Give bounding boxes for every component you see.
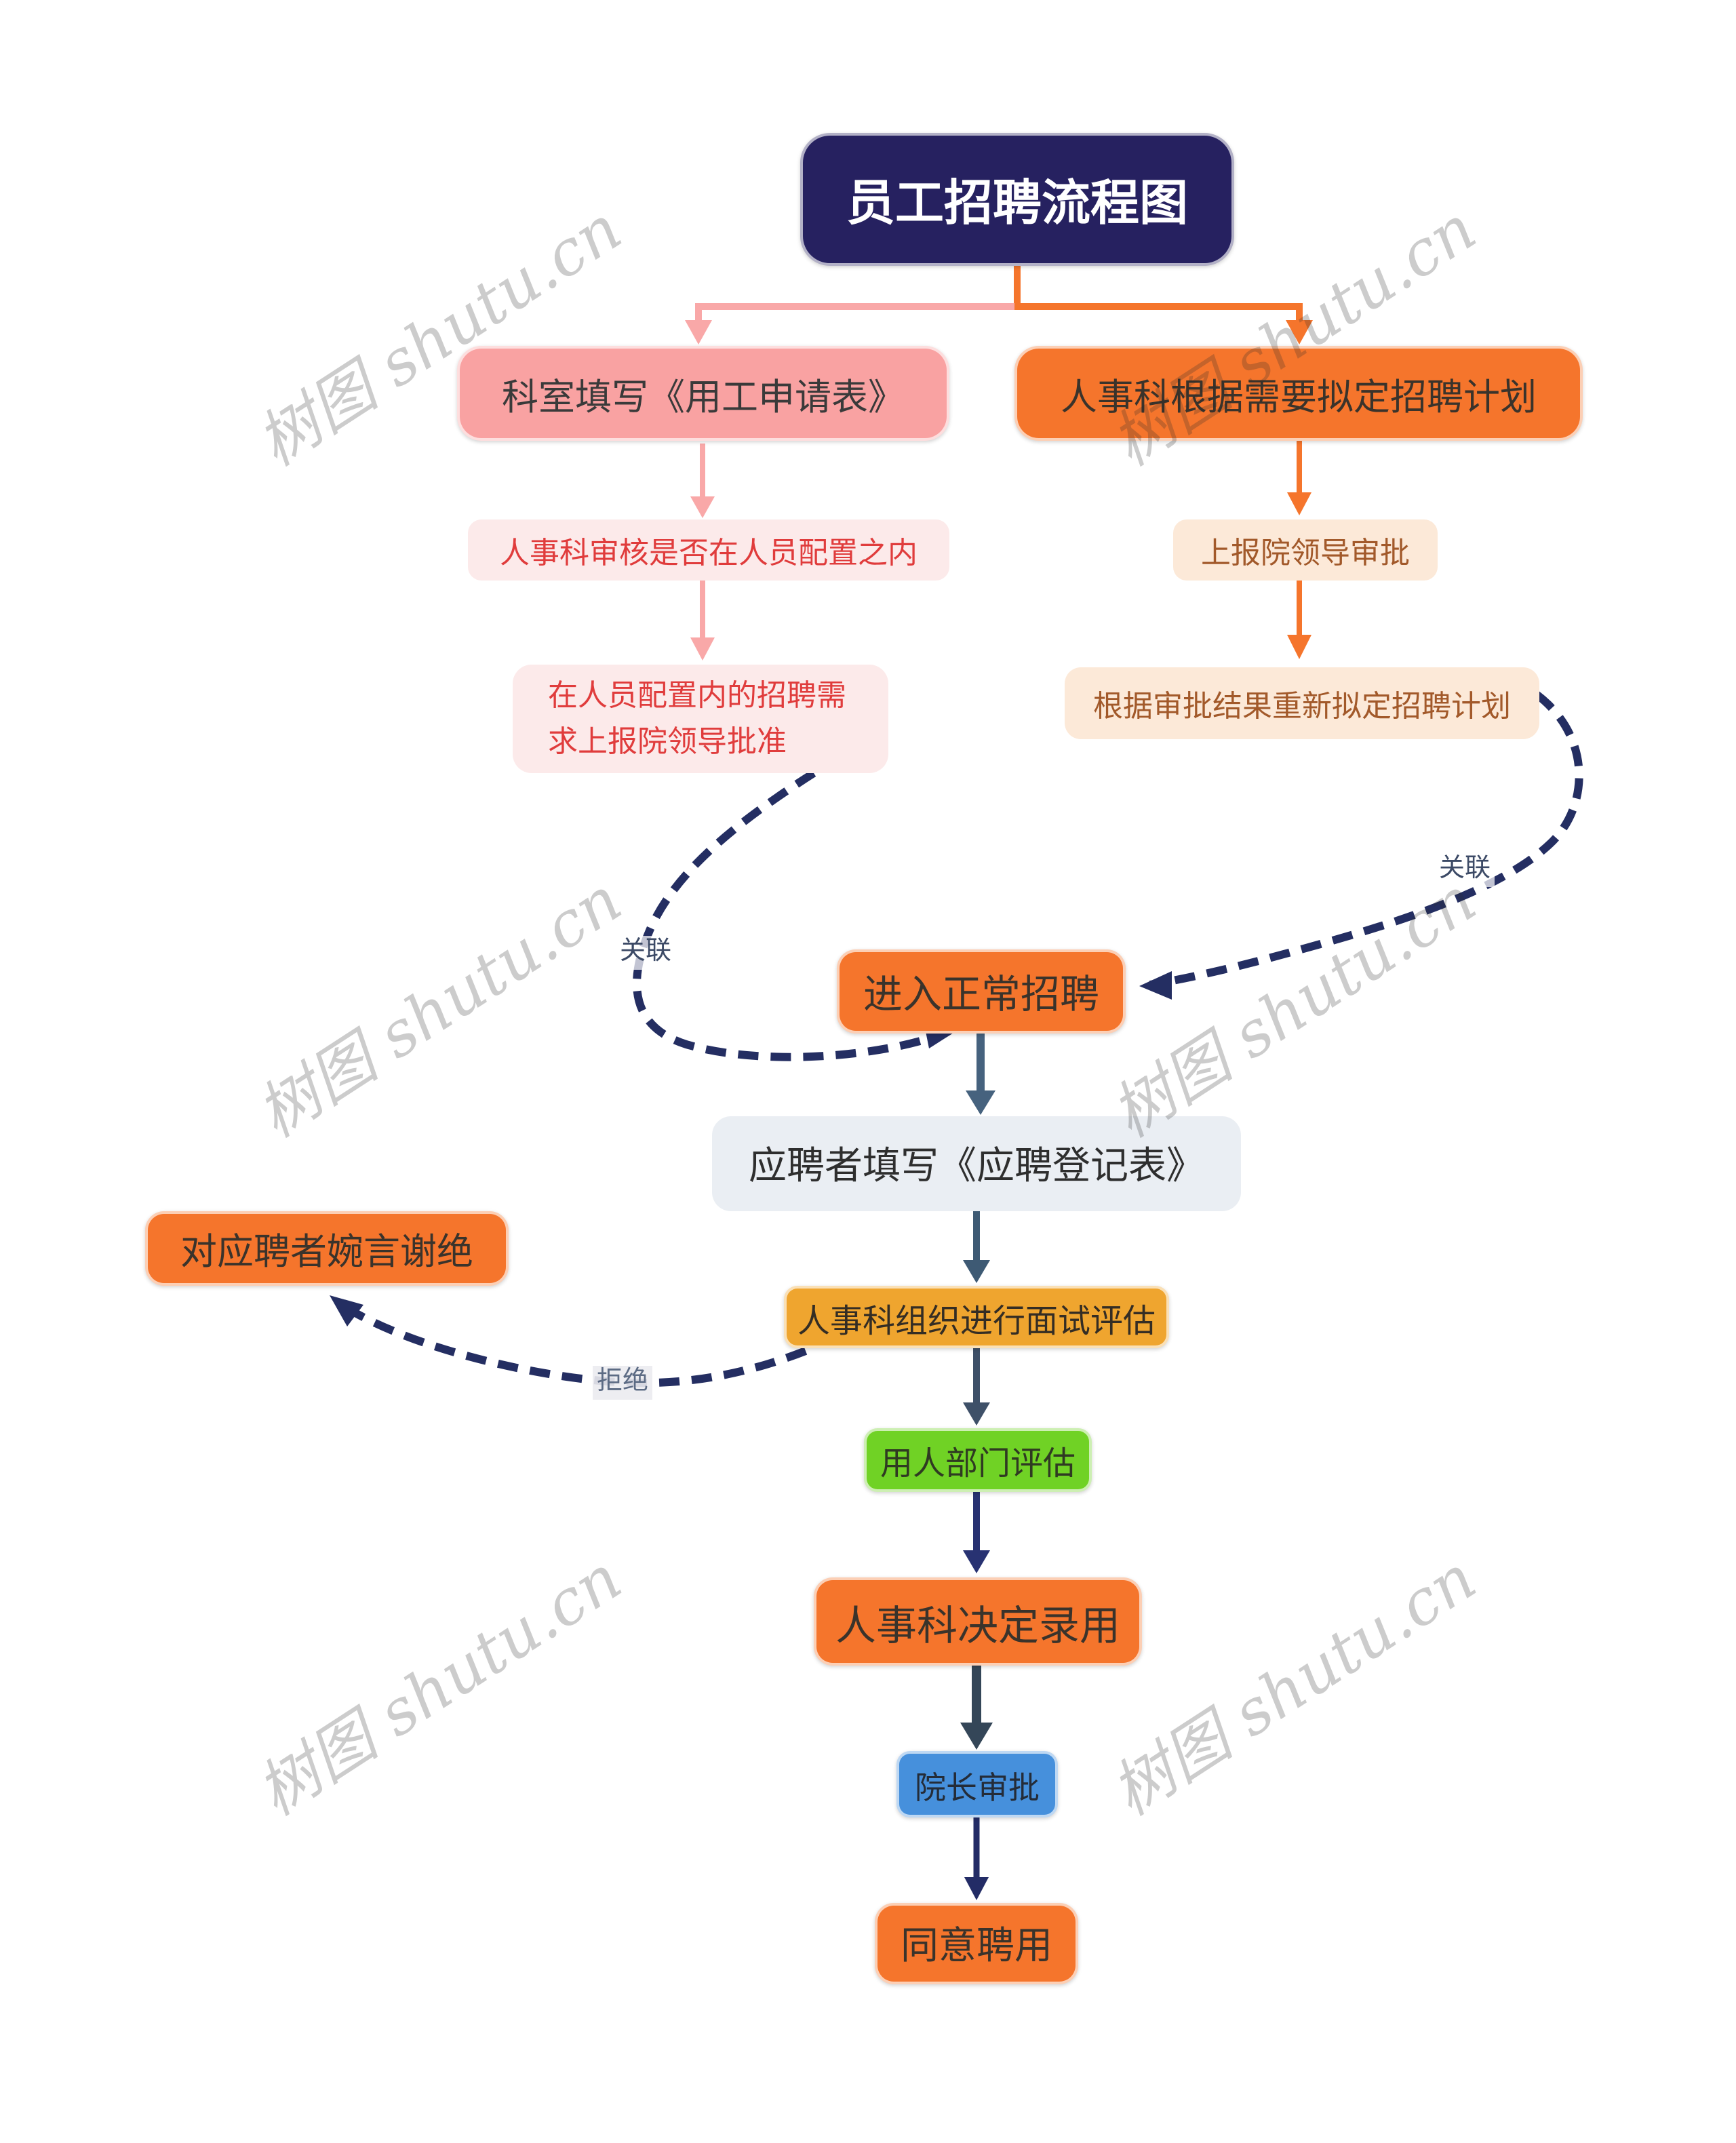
node-hr-review-label: 人事科审核是否在人员配置之内	[499, 535, 918, 569]
node-title[interactable]: 员工招聘流程图	[800, 133, 1234, 266]
edge-deptform-review	[690, 444, 715, 518]
node-dean-approval[interactable]: 院长审批	[896, 1751, 1058, 1817]
edge-dean-agree	[964, 1817, 989, 1900]
node-interview-eval[interactable]: 人事科组织进行面试评估	[784, 1286, 1169, 1348]
node-hr-plan[interactable]: 人事科根据需要拟定招聘计划	[1014, 346, 1583, 441]
node-dept-form-label: 科室填写《用工申请表》	[502, 376, 905, 417]
edge-label-assoc-right: 关联	[1435, 853, 1495, 887]
node-interview-eval-label: 人事科组织进行面试评估	[797, 1303, 1156, 1339]
edge-recruit-registration	[966, 1034, 995, 1115]
node-decline[interactable]: 对应聘者婉言谢绝	[145, 1211, 509, 1286]
node-submit-leaders[interactable]: 上报院领导审批	[1173, 519, 1438, 581]
node-revise-plan[interactable]: 根据审批结果重新拟定招聘计划	[1065, 667, 1539, 739]
edge-title-split	[685, 266, 1313, 345]
edge-reject-dashed	[330, 1295, 808, 1388]
node-title-label: 员工招聘流程图	[846, 175, 1188, 231]
edge-registration-interview	[963, 1211, 990, 1283]
node-report-approval[interactable]: 在人员配置内的招聘需求上报院领导批准	[513, 665, 888, 773]
edge-review-report	[690, 581, 715, 661]
edge-label-reject: 拒绝	[593, 1366, 653, 1400]
node-dept-eval[interactable]: 用人部门评估	[864, 1428, 1092, 1492]
node-agree-hire-label: 同意聘用	[900, 1925, 1052, 1967]
node-dept-eval-label: 用人部门评估	[880, 1446, 1076, 1482]
node-fill-registration[interactable]: 应聘者填写《应聘登记表》	[712, 1116, 1241, 1211]
edge-depteval-decide	[963, 1492, 990, 1573]
node-fill-registration-label: 应聘者填写《应聘登记表》	[748, 1145, 1204, 1187]
edge-submit-revise	[1287, 581, 1311, 659]
node-revise-plan-label: 根据审批结果重新拟定招聘计划	[1092, 688, 1511, 722]
node-submit-leaders-label: 上报院领导审批	[1200, 535, 1410, 569]
edge-plan-submit	[1287, 441, 1311, 515]
node-dept-form[interactable]: 科室填写《用工申请表》	[457, 346, 949, 441]
node-dean-approval-label: 院长审批	[915, 1769, 1040, 1805]
edge-assoc-right-dashed	[1139, 691, 1583, 1000]
node-hr-plan-label: 人事科根据需要拟定招聘计划	[1061, 376, 1537, 417]
edge-interview-depteval	[963, 1347, 990, 1426]
node-decline-label: 对应聘者婉言谢绝	[180, 1232, 473, 1272]
node-hr-decide[interactable]: 人事科决定录用	[814, 1577, 1142, 1666]
node-agree-hire[interactable]: 同意聘用	[875, 1903, 1078, 1984]
node-hr-decide-label: 人事科决定录用	[835, 1604, 1120, 1649]
node-normal-recruit[interactable]: 进入正常招聘	[837, 949, 1126, 1034]
edge-label-assoc-left: 关联	[616, 936, 676, 970]
node-hr-review[interactable]: 人事科审核是否在人员配置之内	[468, 519, 949, 581]
edge-decide-dean	[960, 1666, 993, 1750]
node-normal-recruit-label: 进入正常招聘	[863, 974, 1099, 1017]
node-report-approval-label: 在人员配置内的招聘需求上报院领导批准	[548, 677, 847, 758]
